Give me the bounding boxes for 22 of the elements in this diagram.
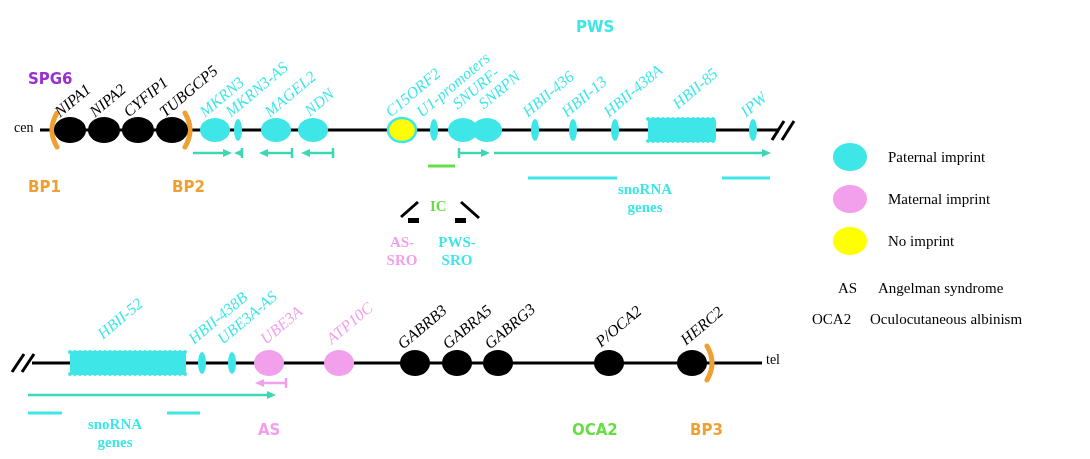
abbreviation: AS <box>838 281 858 296</box>
legend-label: Paternal imprint <box>888 147 986 167</box>
region-label: PWS- SRO <box>437 233 477 269</box>
center-label: IC <box>430 197 447 215</box>
region-label: PWS <box>576 20 615 35</box>
legend-label: No imprint <box>888 231 955 251</box>
gene-label: IPW <box>737 89 770 120</box>
syndrome-label: AS <box>258 423 281 438</box>
syndrome-label: OCA2 <box>572 423 618 438</box>
region-label: SPG6 <box>28 72 73 87</box>
cluster-label: snoRNA genes <box>616 180 674 216</box>
end-label: cen <box>14 121 34 135</box>
abbreviation-meaning: Oculocutaneous albinism <box>870 312 1023 327</box>
legend-label: Maternal imprint <box>888 189 991 209</box>
abbreviation-meaning: Angelman syndrome <box>878 281 1004 296</box>
end-label: tel <box>766 353 780 367</box>
breakpoint-label: BP3 <box>690 423 723 438</box>
cluster-label: snoRNA genes <box>86 415 144 451</box>
region-label: AS- SRO <box>385 233 419 269</box>
breakpoint-label: BP1 <box>28 180 61 195</box>
breakpoint-label: BP2 <box>172 180 205 195</box>
abbreviation: OCA2 <box>812 312 852 327</box>
